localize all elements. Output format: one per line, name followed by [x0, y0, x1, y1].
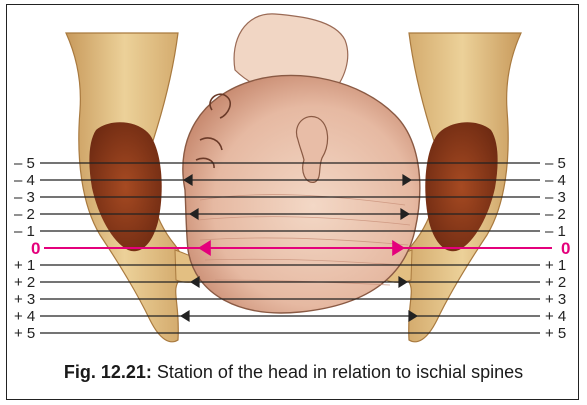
left-label-minus1: – 1: [14, 223, 35, 240]
left-label-plus1: + 1: [14, 257, 35, 274]
left-label-minus2: – 2: [14, 206, 35, 223]
pelvis-diagram: – 5 – 4 – 3 – 2 – 1 0 + 1 + 2 + 3 + 4 + …: [0, 0, 587, 360]
right-label-plus1: + 1: [545, 257, 566, 274]
caption-label: Fig. 12.21:: [64, 362, 152, 382]
left-label-plus4: + 4: [14, 308, 35, 325]
right-label-plus5: + 5: [545, 325, 566, 342]
right-label-minus4: – 4: [545, 172, 566, 189]
right-label-plus3: + 3: [545, 291, 566, 308]
right-label-minus3: – 3: [545, 189, 566, 206]
right-label-minus2: – 2: [545, 206, 566, 223]
left-label-plus2: + 2: [14, 274, 35, 291]
right-label-plus2: + 2: [545, 274, 566, 291]
right-label-minus1: – 1: [545, 223, 566, 240]
caption-text: Station of the head in relation to ischi…: [152, 362, 523, 382]
left-station-labels: – 5 – 4 – 3 – 2 – 1 0 + 1 + 2 + 3 + 4 + …: [14, 155, 40, 342]
left-label-minus4: – 4: [14, 172, 35, 189]
figure-caption: Fig. 12.21: Station of the head in relat…: [0, 362, 587, 383]
left-label-minus3: – 3: [14, 189, 35, 206]
left-label-plus5: + 5: [14, 325, 35, 342]
left-label-zero: 0: [31, 239, 40, 258]
left-label-minus5: – 5: [14, 155, 35, 172]
right-label-minus5: – 5: [545, 155, 566, 172]
fetal-skull: [183, 75, 420, 312]
right-label-plus4: + 4: [545, 308, 566, 325]
left-label-plus3: + 3: [14, 291, 35, 308]
station-arrow-left-4: [180, 310, 190, 322]
right-label-zero: 0: [561, 239, 570, 258]
